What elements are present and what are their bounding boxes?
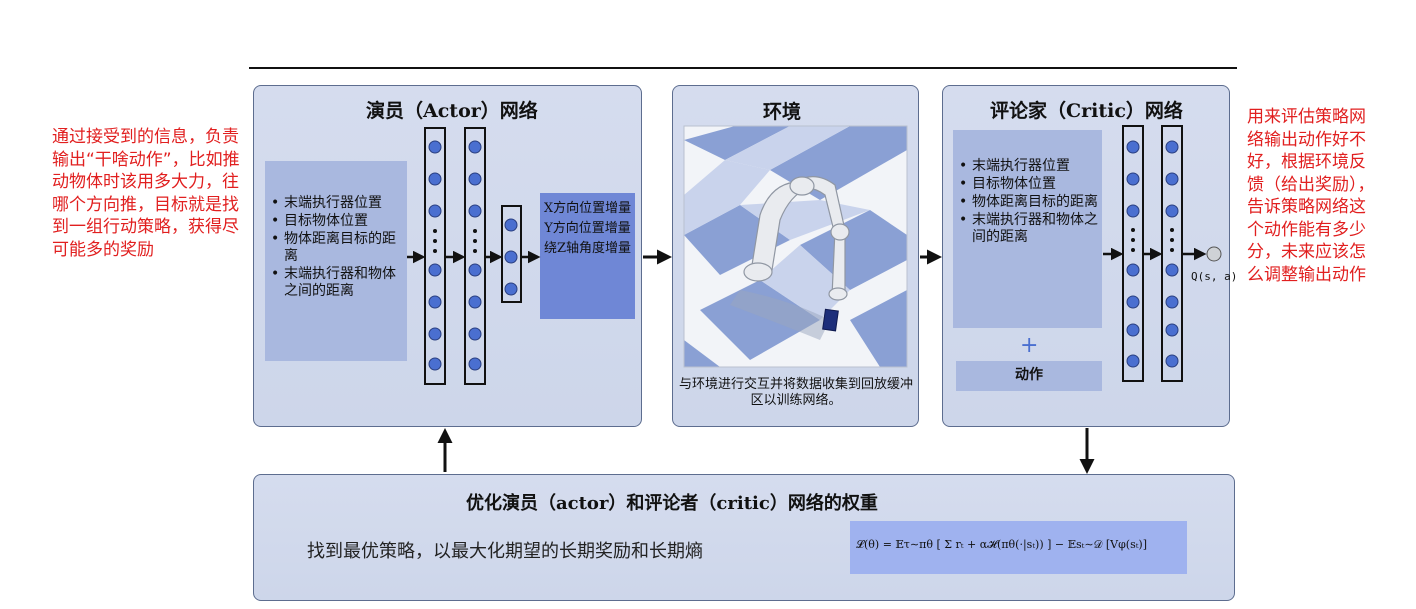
actor-title: 演员（Actor）网络 bbox=[366, 100, 538, 122]
actor-input-item: 物体距离目标的距离 bbox=[271, 231, 403, 265]
actor-note: 通过接受到的信息，负责输出“干啥动作”，比如推动物体时该用多大力，往哪个方向推，… bbox=[52, 126, 246, 261]
critic-input-item: 末端执行器位置 bbox=[959, 158, 1098, 175]
actor-output-item: 绕Z轴角度增量 bbox=[543, 241, 632, 256]
critic-input-item: 末端执行器和物体之间的距离 bbox=[959, 212, 1098, 246]
actor-output-item: Y方向位置增量 bbox=[544, 221, 631, 236]
environment-caption: 与环境进行交互并将数据收集到回放缓冲区以训练网络。 bbox=[678, 377, 913, 408]
actor-input-item: 末端执行器位置 bbox=[271, 195, 403, 212]
actor-input-item: 目标物体位置 bbox=[271, 213, 403, 230]
environment-title: 环境 bbox=[763, 101, 802, 123]
loss-formula: 𝓛(θ) = 𝔼τ∼πθ [ Σ rₜ + α𝓗(πθ(·|sₜ)) ] − 𝔼… bbox=[856, 538, 1148, 551]
q-value-label: Q(s, a) bbox=[1191, 270, 1238, 283]
optimize-subtitle: 找到最优策略，以最大化期望的长期奖励和长期熵 bbox=[307, 541, 703, 562]
optimize-title: 优化演员（actor）和评论者（critic）网络的权重 bbox=[466, 493, 878, 514]
actor-output-item: X方向位置增量 bbox=[543, 201, 632, 216]
loss-formula-box: 𝓛(θ) = 𝔼τ∼πθ [ Σ rₜ + α𝓗(πθ(·|sₜ)) ] − 𝔼… bbox=[850, 521, 1187, 574]
actor-input-box: 末端执行器位置 目标物体位置 物体距离目标的距离 末端执行器和物体之间的距离 bbox=[265, 161, 407, 361]
critic-title: 评论家（Critic）网络 bbox=[990, 100, 1183, 122]
critic-action-label: 动作 bbox=[1015, 367, 1043, 383]
critic-note-text: 用来评估策略网络输出动作好不好，根据环境反馈（给出奖励），告诉策略网络这个动作能… bbox=[1247, 107, 1375, 285]
actor-note-text: 通过接受到的信息，负责输出“干啥动作”，比如推动物体时该用多大力，往哪个方向推，… bbox=[52, 127, 240, 260]
critic-note: 用来评估策略网络输出动作好不好，根据环境反馈（给出奖励），告诉策略网络这个动作能… bbox=[1247, 106, 1381, 286]
actor-input-item: 末端执行器和物体之间的距离 bbox=[271, 266, 403, 300]
critic-input-item: 物体距离目标的距离 bbox=[959, 194, 1098, 211]
actor-output-box: X方向位置增量 Y方向位置增量 绕Z轴角度增量 bbox=[540, 193, 635, 319]
top-rule bbox=[249, 67, 1237, 69]
critic-input-item: 目标物体位置 bbox=[959, 176, 1098, 193]
critic-action-box: 动作 bbox=[956, 361, 1102, 391]
critic-input-box: 末端执行器位置 目标物体位置 物体距离目标的距离 末端执行器和物体之间的距离 bbox=[953, 130, 1102, 328]
environment-panel bbox=[672, 85, 919, 427]
plus-sign: + bbox=[1020, 333, 1039, 358]
